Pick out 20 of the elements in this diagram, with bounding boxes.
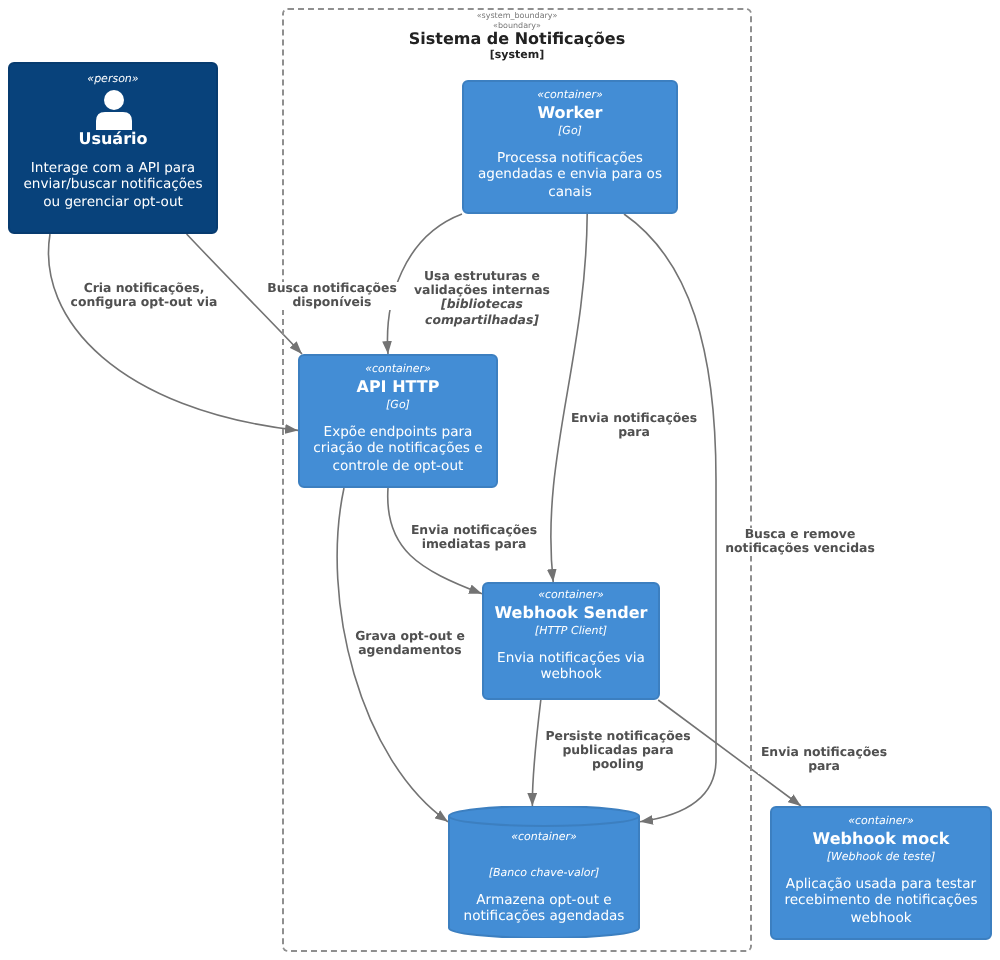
arrow (47, 233, 299, 434)
arrow (623, 213, 717, 825)
container-box (462, 80, 678, 214)
node-title: API HTTP (356, 378, 440, 398)
node-title: Webhook Sender (494, 604, 648, 624)
arrow (657, 699, 802, 807)
arrow (547, 213, 588, 583)
arrow (387, 487, 483, 595)
container-box (298, 354, 498, 488)
arrow (336, 487, 449, 823)
container-box (482, 582, 660, 700)
node-title: Webhook mock (812, 830, 950, 850)
node-title: Worker (537, 104, 603, 124)
arrow (527, 699, 542, 807)
database-cylinder (448, 806, 640, 938)
container-box (770, 806, 992, 940)
arrow (185, 233, 303, 355)
boundary-title: Sistema de Notificações (408, 30, 626, 49)
person-box (8, 62, 218, 234)
node-title: Usuário (78, 130, 148, 150)
